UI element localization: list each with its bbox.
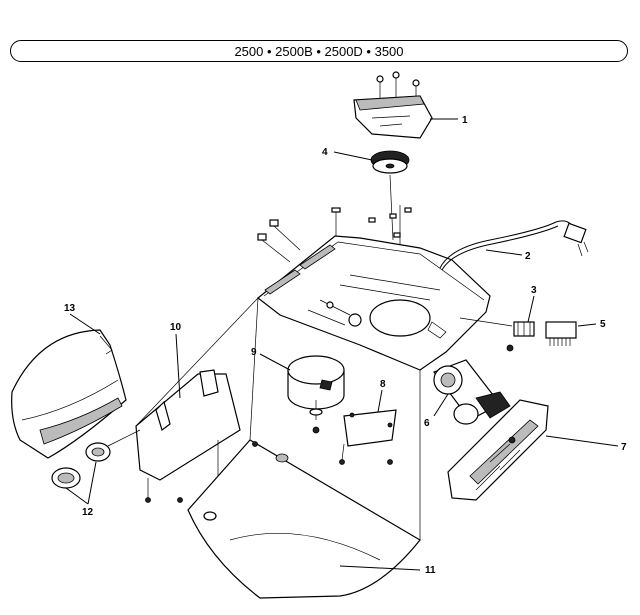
part-8-bracket [339,409,397,465]
part-3-terminal [459,317,535,352]
part-12-sockets [51,429,141,489]
callout-1: 1 [462,115,468,126]
callout-3: 3 [531,285,537,296]
callout-5: 5 [600,319,606,330]
callout-6: 6 [424,418,430,429]
callout-2: 2 [525,251,531,262]
assembly-leader-lines [135,297,421,540]
part-1-cover [353,71,433,139]
callout-12: 12 [82,507,94,518]
part-9-capacitor [287,355,345,434]
part-10-bracket [135,369,241,503]
part-2-power-cord [439,220,589,271]
callout-10: 10 [170,322,182,333]
part-5-connector [545,321,577,346]
part-6-motor [433,359,511,425]
callout-13: 13 [64,303,76,314]
callout-labels: 1 2 3 4 5 6 7 8 9 10 11 12 13 [64,115,627,576]
callout-7: 7 [621,442,627,453]
callout-8: 8 [380,379,386,390]
callout-leaders [65,118,619,571]
part-13-lens [11,329,127,459]
callout-11: 11 [425,565,436,576]
part-7-logic-board [447,399,549,501]
part-11-cover [177,439,421,599]
model-title: 2500 • 2500B • 2500D • 3500 [10,40,628,62]
chassis-screws [257,207,412,263]
chassis-plate [257,235,491,371]
callout-9: 9 [251,347,257,358]
part-4-gear [370,150,410,245]
callout-4: 4 [322,147,328,158]
